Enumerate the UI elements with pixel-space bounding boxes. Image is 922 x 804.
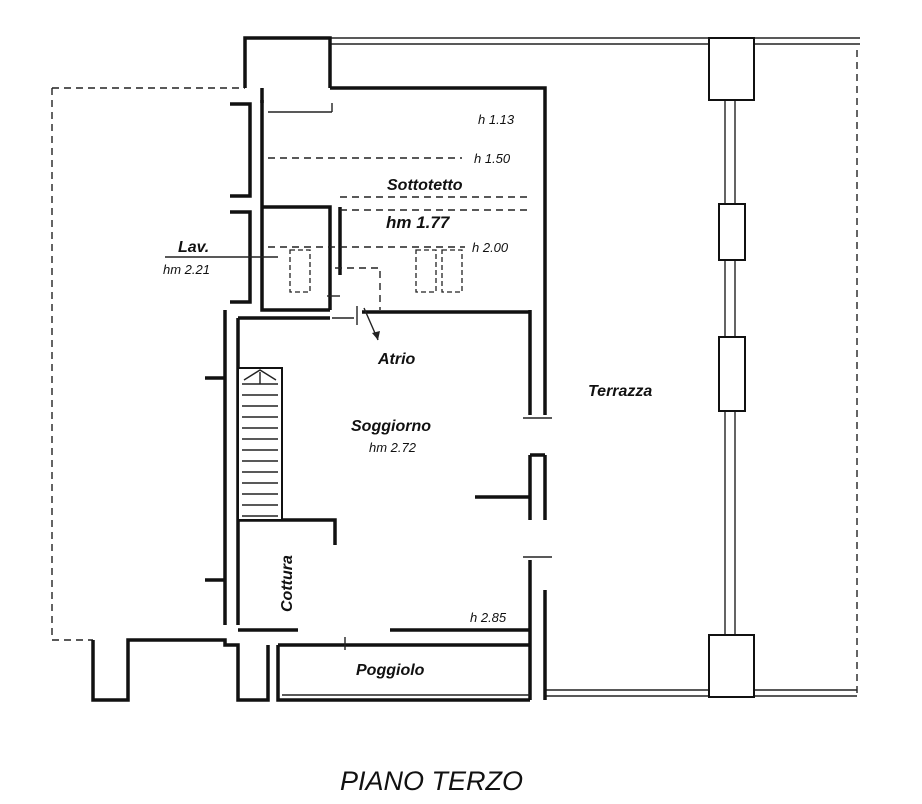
- height-label-h113: h 1.13: [478, 112, 515, 127]
- room-label-sottotetto: Sottotetto: [387, 177, 463, 194]
- roof-outline-right: [330, 37, 860, 697]
- door-marks: [344, 417, 552, 650]
- drawing-title: PIANO TERZO: [340, 766, 523, 796]
- height-label-h150: h 1.50: [474, 151, 511, 166]
- height-label-h285: h 2.85: [470, 610, 507, 625]
- height-label-hm177: hm 1.77: [386, 213, 451, 232]
- terrace-pillars: [708, 37, 755, 698]
- room-label-poggiolo: Poggiolo: [356, 662, 425, 679]
- room-label-atrio: Atrio: [377, 351, 416, 368]
- staircase: [242, 369, 278, 517]
- height-label-hm272: hm 2.72: [369, 440, 417, 455]
- room-label-soggiorno: Soggiorno: [351, 418, 431, 435]
- room-label-terrazza: Terrazza: [588, 383, 652, 400]
- height-label-hm221: hm 2.21: [163, 262, 210, 277]
- height-lines: [165, 157, 530, 310]
- stair-direction-arrow: [243, 369, 277, 381]
- roof-outline-left: [51, 87, 245, 641]
- fixtures: [289, 249, 463, 325]
- height-label-h200: h 2.00: [472, 240, 509, 255]
- room-label-lav: Lav.: [178, 239, 209, 256]
- walls: [91, 36, 547, 702]
- atrio-arrow: [363, 307, 380, 341]
- room-label-cottura: Cottura: [279, 555, 296, 612]
